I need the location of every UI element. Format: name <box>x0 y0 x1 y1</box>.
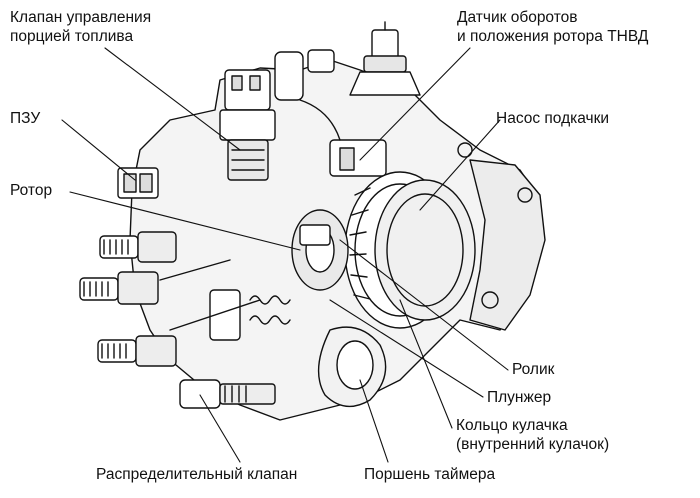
label-fuel-valve-line1: Клапан управления <box>10 9 152 26</box>
label-feed-pump: Насос подкачки <box>496 110 610 127</box>
outlet-fitting-2 <box>79 271 159 305</box>
leader-cam-ring <box>399 299 453 429</box>
leader-timer <box>359 379 389 463</box>
fuel-metering-valve <box>219 69 276 181</box>
outlet-fitting-3 <box>97 335 177 367</box>
label-cam-ring-line2: (внутренний кулачок) <box>456 436 610 453</box>
leader-sensor <box>359 47 471 161</box>
leader-pzu <box>61 119 136 181</box>
label-distributor-valve: Распределительный клапан <box>96 466 298 483</box>
distributor-valve-part <box>179 379 276 409</box>
leader-fuel-valve <box>104 47 241 151</box>
leader-distributor <box>199 394 241 463</box>
cam-ring <box>344 171 476 329</box>
speed-sensor-assembly <box>329 21 421 177</box>
label-cam-ring-line1: Кольцо кулачка <box>456 417 568 434</box>
label-plunger: Плунжер <box>487 389 552 406</box>
leader-plunger <box>329 299 484 398</box>
label-timer-piston: Поршень таймера <box>364 466 496 483</box>
outlet-fitting-1 <box>99 231 177 263</box>
label-sensor-line2: и положения ротора ТНВД <box>457 28 649 45</box>
rom-module <box>117 167 159 199</box>
leader-lines <box>61 47 509 463</box>
label-fuel-valve-line2: порцией топлива <box>10 28 134 45</box>
label-sensor-line1: Датчик оборотов <box>457 9 578 26</box>
leader-roller <box>339 239 509 371</box>
leader-rotor <box>69 191 301 251</box>
label-rotor: Ротор <box>10 182 53 199</box>
leader-feed-pump <box>419 119 501 211</box>
label-pzu: ПЗУ <box>10 110 41 127</box>
label-roller: Ролик <box>512 361 555 378</box>
